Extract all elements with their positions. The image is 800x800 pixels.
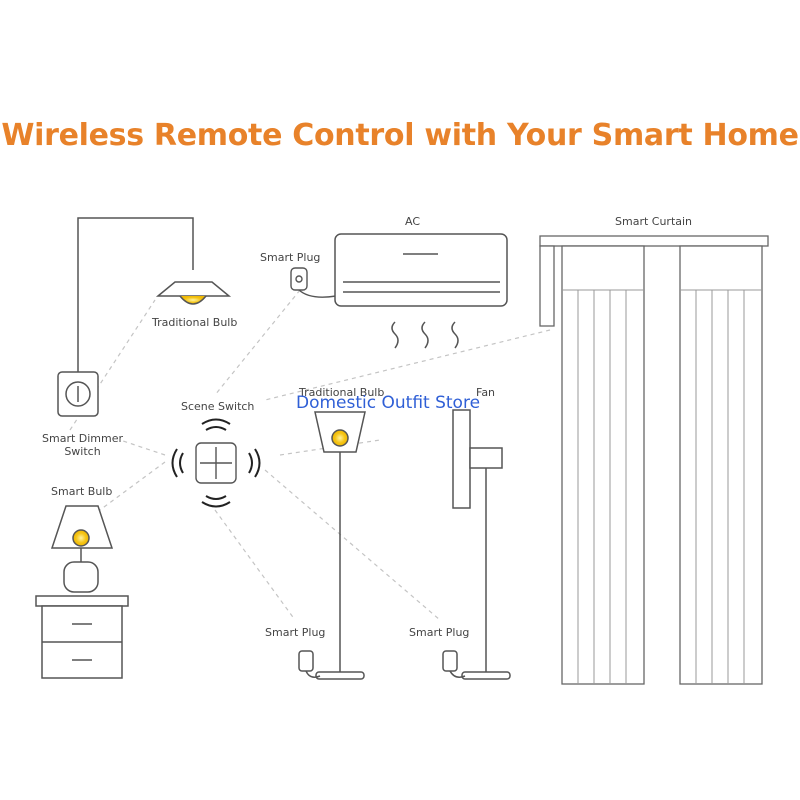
- floor-lamp-icon: [298, 411, 366, 680]
- table-lamp-icon: [50, 505, 114, 593]
- smart-plug-fan-label: Smart Plug: [409, 626, 470, 639]
- smart-dimmer-switch-icon: [57, 371, 99, 417]
- fan-label: Fan: [476, 386, 496, 399]
- scene-switch-icon: [171, 418, 261, 508]
- smart-curtain-icon: [539, 235, 769, 685]
- ac-label: AC: [405, 215, 421, 228]
- smart-bulb-label: Smart Bulb: [51, 485, 113, 498]
- traditional-bulb-top-label: Traditional Bulb: [152, 316, 238, 329]
- pendant-lamp-icon: [77, 217, 232, 372]
- page-title: Wireless Remote Control with Your Smart …: [1, 118, 799, 153]
- ac-unit-icon: [334, 233, 508, 349]
- traditional-bulb-lamp-label: Traditional Bulb: [299, 386, 385, 399]
- smart-plug-ac-label: Smart Plug: [260, 251, 321, 264]
- smart-dimmer-switch-label: Smart Dimmer Switch: [42, 432, 124, 458]
- smart-curtain-label: Smart Curtain: [615, 215, 693, 228]
- watermark-text: Domestic Outfit Store: [296, 393, 481, 413]
- smart-plug-lamp-label: Smart Plug: [265, 626, 326, 639]
- nightstand-icon: [35, 595, 129, 679]
- fan-icon: [442, 409, 511, 680]
- smart-plug-icon: [290, 267, 337, 298]
- scene-switch-label: Scene Switch: [181, 400, 255, 413]
